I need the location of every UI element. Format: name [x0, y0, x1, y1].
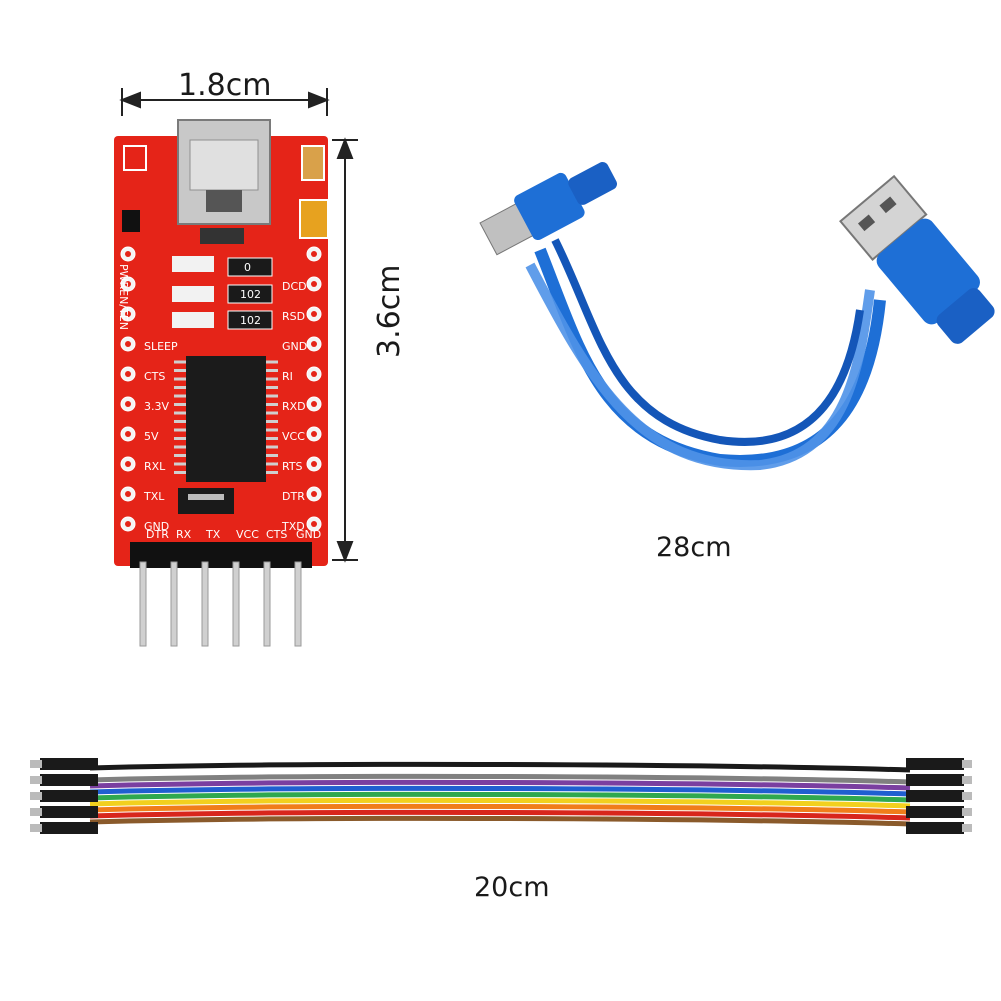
header-pin-label: RX — [176, 528, 192, 541]
mini-usb-plug — [479, 161, 617, 256]
header-pin-label: TX — [205, 528, 221, 541]
board-width-label: 1.8cm — [178, 68, 272, 103]
right-pin-label: RTS — [282, 460, 303, 473]
left-pin-label: CTS — [144, 370, 165, 383]
header-pin-label: DTR — [146, 528, 169, 541]
jumper-wire — [89, 803, 911, 815]
right-pin-label: TXD — [281, 520, 305, 533]
right-pin-label: DTR — [282, 490, 305, 503]
voltage-jumper — [178, 488, 234, 514]
jumper-wire — [89, 767, 911, 779]
pin-header — [130, 542, 312, 568]
jumper-wire — [89, 761, 911, 773]
jumper-wire — [89, 779, 911, 791]
jumper-wire — [89, 809, 911, 821]
resistor-label-3: 102 — [240, 314, 261, 327]
jumper-wire-ribbon — [89, 761, 911, 827]
usb-a-plug — [839, 174, 995, 344]
right-pin-label: GND — [282, 340, 307, 353]
ftdi-usb-serial-board: 0 102 102 PWREN/TEN SLEEP CTS 3.3V 5V RXL TXL G… — [114, 119, 329, 647]
header-pin — [139, 561, 147, 647]
header-pin-label: CTS — [266, 528, 287, 541]
header-pin — [294, 561, 302, 647]
header-pin — [170, 561, 178, 647]
jumper-wire — [89, 815, 911, 827]
left-pin-label: 5V — [144, 430, 159, 443]
resistor-label-1: 0 — [244, 261, 251, 274]
jumper-wire — [89, 791, 911, 803]
right-pin-label: RSD — [282, 310, 305, 323]
left-pin-label: PWREN/TEN — [117, 264, 130, 330]
usb-cable-length-label: 28cm — [656, 532, 732, 563]
usb-cable — [479, 161, 995, 471]
header-pin-label: GND — [296, 528, 321, 541]
board-height-label: 3.6cm — [372, 264, 407, 358]
left-pin-label: SLEEP — [144, 340, 178, 353]
jumper-wire — [89, 797, 911, 809]
right-pin-label: RI — [282, 370, 293, 383]
mini-usb-connector — [177, 119, 271, 225]
left-pin-label: 3.3V — [144, 400, 169, 413]
jumper-length-label: 20cm — [474, 872, 550, 903]
jumper-wire — [89, 773, 911, 785]
jumper-wire — [89, 785, 911, 797]
right-pin-label: VCC — [282, 430, 305, 443]
left-pin-label: RXL — [144, 460, 166, 473]
right-pin-label: RXD — [282, 400, 306, 413]
resistor-array: 0 102 102 — [172, 256, 273, 330]
ftdi-chip — [174, 356, 278, 482]
height-dimension-arrow — [332, 137, 358, 563]
header-pin-label: VCC — [236, 528, 259, 541]
header-pin — [232, 561, 240, 647]
header-pin — [201, 561, 209, 647]
jumper-right-connectors — [906, 758, 972, 834]
header-pin — [263, 561, 271, 647]
right-pin-label: DCD — [282, 280, 307, 293]
jumper-left-connectors — [30, 758, 98, 834]
resistor-label-2: 102 — [240, 288, 261, 301]
width-dimension-arrow — [119, 88, 330, 116]
left-pin-label: TXL — [143, 490, 165, 503]
left-pin-label: GND — [144, 520, 169, 533]
